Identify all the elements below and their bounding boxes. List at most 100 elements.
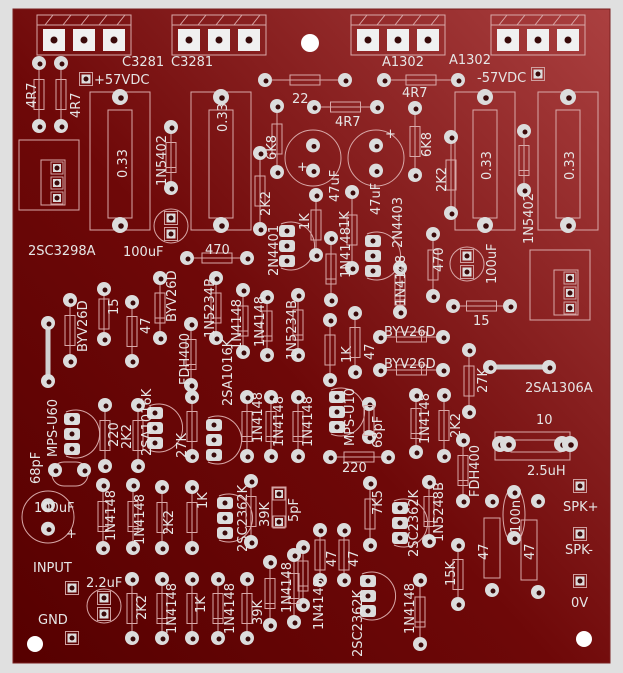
diode-body bbox=[265, 411, 277, 442]
pad-hole bbox=[378, 335, 384, 341]
pad-hole bbox=[136, 464, 142, 470]
cap-pin bbox=[272, 515, 286, 529]
label-d-1n4148-g: 1N4148 bbox=[301, 396, 316, 447]
pad-outline bbox=[563, 271, 577, 285]
pad bbox=[296, 598, 310, 612]
pad bbox=[517, 124, 531, 138]
pad-hole bbox=[219, 223, 225, 229]
pad bbox=[437, 449, 451, 463]
pad bbox=[213, 217, 229, 233]
hatch bbox=[412, 14, 422, 26]
resistor-body bbox=[409, 126, 421, 157]
block-outline bbox=[36, 14, 132, 56]
pad bbox=[131, 459, 145, 473]
label-c-47uf-b: 47uF bbox=[369, 183, 384, 215]
pad-hole bbox=[83, 76, 89, 82]
pad-hole bbox=[46, 321, 52, 327]
pad-hole bbox=[431, 294, 437, 300]
pad-hole bbox=[442, 454, 448, 460]
pad bbox=[337, 573, 351, 587]
resistor-body bbox=[99, 420, 111, 451]
pad-hole bbox=[245, 577, 251, 583]
label-zero-v: 0V bbox=[571, 596, 588, 611]
resistor-body bbox=[289, 74, 321, 86]
cap-pin bbox=[97, 591, 111, 605]
diode-body bbox=[518, 145, 530, 176]
pad-hole bbox=[245, 256, 251, 262]
pad-hole bbox=[160, 636, 166, 642]
pad bbox=[126, 478, 140, 492]
pad bbox=[213, 89, 229, 105]
label-r-47-b: 47 bbox=[363, 343, 378, 360]
pin-hole bbox=[69, 446, 75, 452]
diode-body bbox=[241, 411, 253, 442]
pad bbox=[253, 146, 267, 160]
label-d-byv26d-a: BYV26D bbox=[76, 300, 91, 352]
pad bbox=[244, 535, 258, 549]
label-q-2sa1016k-b: 2SA1016K bbox=[140, 388, 155, 456]
pin-hole bbox=[334, 394, 340, 400]
pin-hole bbox=[211, 422, 217, 428]
pad bbox=[164, 181, 178, 195]
pin-hole bbox=[284, 258, 290, 264]
resistor-body bbox=[98, 298, 110, 330]
label-gnd: GND bbox=[38, 613, 68, 628]
pad-hole bbox=[53, 468, 59, 474]
pad bbox=[377, 73, 391, 87]
pad-hole bbox=[536, 590, 542, 596]
pad bbox=[211, 572, 225, 586]
pad-outline bbox=[573, 574, 587, 588]
resistor-body bbox=[55, 79, 67, 110]
label-r-10: 10 bbox=[536, 413, 553, 428]
pad-hole bbox=[82, 468, 88, 474]
pad-hole bbox=[461, 438, 467, 444]
diode-body bbox=[297, 560, 309, 592]
pin-hole bbox=[284, 228, 290, 234]
heatsink-2sa1306a bbox=[529, 249, 591, 321]
label-r-27k-b: 27K bbox=[175, 432, 190, 458]
label-c-5pf: 5pF bbox=[287, 498, 302, 522]
pad-hole bbox=[418, 642, 424, 648]
cap-pin bbox=[460, 249, 474, 263]
pad-hole bbox=[275, 104, 281, 110]
hatch bbox=[358, 14, 368, 26]
resistor-body bbox=[186, 593, 198, 624]
to220-outline bbox=[40, 159, 66, 206]
pad-hole bbox=[275, 170, 281, 176]
label-r-220-b: 220 bbox=[342, 461, 367, 476]
pad-hole bbox=[214, 276, 220, 282]
pad bbox=[477, 89, 493, 105]
pad bbox=[153, 271, 167, 285]
label-r-1k-d: 1K bbox=[196, 492, 211, 509]
pad-hole bbox=[189, 383, 195, 389]
diode-body bbox=[325, 253, 337, 285]
pad-hole bbox=[46, 503, 52, 509]
pad bbox=[381, 450, 395, 464]
pad-hole bbox=[449, 211, 455, 217]
resistor-body bbox=[463, 365, 475, 397]
pad-outline bbox=[563, 286, 577, 300]
hatch bbox=[98, 14, 108, 26]
pad-hole bbox=[328, 318, 334, 324]
pad-hole bbox=[301, 545, 307, 551]
cap-2-2uf bbox=[86, 588, 122, 624]
pad-hole bbox=[130, 577, 136, 583]
pad-hole bbox=[456, 543, 462, 549]
gnd-pad bbox=[65, 631, 79, 645]
diode-body bbox=[394, 274, 406, 306]
pad bbox=[131, 398, 145, 412]
hatch bbox=[251, 14, 261, 26]
pad-hole bbox=[566, 223, 572, 229]
pad bbox=[485, 583, 499, 597]
pad bbox=[209, 331, 223, 345]
package-outline bbox=[148, 403, 184, 453]
label-r-4r7-d: 4R7 bbox=[402, 86, 428, 101]
pad bbox=[270, 165, 284, 179]
pad bbox=[125, 572, 139, 586]
pad-hole bbox=[269, 395, 275, 401]
pad bbox=[324, 293, 338, 307]
block-outline bbox=[171, 14, 267, 56]
mounting-hole bbox=[576, 631, 592, 647]
cap-outline bbox=[153, 208, 189, 244]
pad bbox=[240, 572, 254, 586]
